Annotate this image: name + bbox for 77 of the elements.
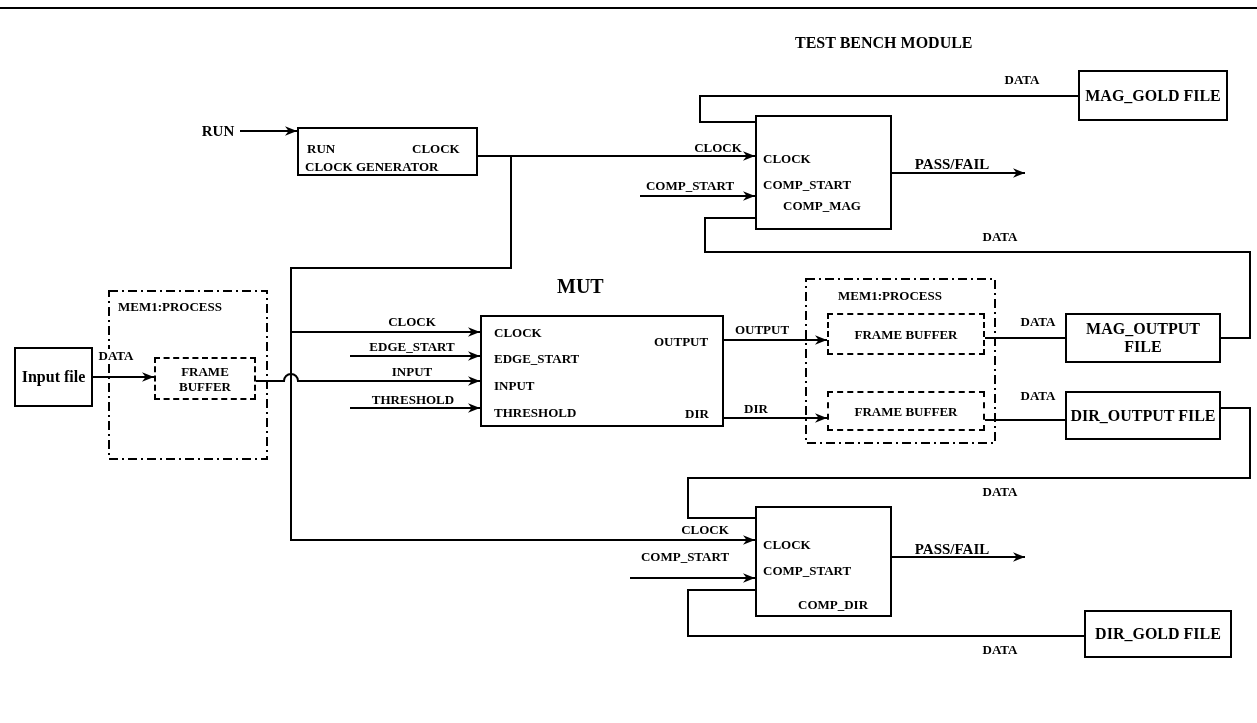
block-box: [755, 115, 892, 230]
signal-label: DATA: [98, 349, 134, 363]
block-label: DIR_GOLD FILE: [1095, 625, 1221, 643]
signal-label: DATA: [982, 643, 1018, 657]
port-label: RUN: [307, 142, 336, 156]
port-label: CLOCK: [763, 152, 811, 166]
block-box: [755, 506, 892, 617]
group-heading: MEM1:PROCESS: [838, 289, 942, 303]
block-box: [1065, 391, 1221, 440]
signal-label: THRESHOLD: [371, 393, 455, 407]
signal-label: EDGE_START: [369, 340, 455, 354]
signal-arrow: [92, 372, 155, 382]
block-box: [297, 127, 478, 176]
signal-label: CLOCK: [388, 315, 436, 329]
port-label: CLOCK: [494, 326, 542, 340]
signal-label: OUTPUT: [734, 323, 790, 337]
block-label: FRAME BUFFER: [178, 363, 232, 394]
port-label: EDGE_START: [494, 352, 580, 366]
group-heading: MEM1:PROCESS: [118, 300, 222, 314]
signal-line: [687, 589, 1085, 637]
port-label: OUTPUT: [654, 335, 709, 349]
signal-label: CLOCK: [681, 523, 729, 537]
port-label: THRESHOLD: [494, 406, 577, 420]
signal-line: [704, 217, 1251, 339]
signal-label: PASS/FAIL: [914, 157, 990, 171]
block-heading: MUT: [557, 275, 604, 297]
signal-label: DATA: [1004, 73, 1040, 87]
signal-arrow: [891, 552, 1026, 562]
signal-label: COMP_START: [640, 550, 730, 564]
signal-arrow: [723, 335, 828, 345]
diagram-title: TEST BENCH MODULE: [795, 34, 973, 52]
signal-label: PASS/FAIL: [914, 542, 990, 556]
process-group: [805, 278, 996, 444]
port-label: CLOCK: [763, 538, 811, 552]
signal-arrow: [891, 168, 1026, 178]
port-label: COMP_START: [763, 178, 852, 192]
signal-arrow: [349, 403, 481, 413]
block-label: DIR_OUTPUT FILE: [1070, 406, 1216, 425]
signal-arrow: [290, 155, 756, 545]
signal-line: [699, 95, 1079, 123]
signal-arrow: [629, 573, 756, 583]
port-label: DIR: [685, 407, 709, 421]
block-box: [14, 347, 93, 407]
block-label: MAG_GOLD FILE: [1085, 86, 1221, 105]
block-box: [1065, 313, 1221, 363]
block-label: FRAME BUFFER: [854, 403, 958, 419]
signal-label: DATA: [982, 230, 1018, 244]
signal-line: [687, 407, 1251, 519]
port-label: CLOCK GENERATOR: [305, 160, 439, 174]
signal-arrow: [639, 191, 756, 201]
signal-label: DATA: [1020, 315, 1056, 329]
signal-label: INPUT: [391, 365, 433, 379]
signal-arrow: [255, 373, 481, 386]
buffer-box: [827, 313, 985, 355]
signal-label: COMP_START: [645, 179, 735, 193]
port-label: COMP_DIR: [798, 598, 869, 612]
signal-label: CLOCK: [694, 141, 742, 155]
port-label: COMP_START: [763, 564, 852, 578]
signal-line: [984, 337, 1066, 339]
signal-arrow: [349, 351, 481, 361]
block-box: [1084, 610, 1232, 658]
buffer-box: [154, 357, 256, 400]
signal-label: DATA: [1020, 389, 1056, 403]
port-label: INPUT: [494, 379, 535, 393]
signal-label: RUN: [201, 124, 235, 138]
signal-arrow: [723, 413, 828, 423]
block-label: MAG_OUTPUT FILE: [1085, 320, 1201, 356]
block-box: [1078, 70, 1228, 121]
signal-arrow: [239, 126, 298, 136]
signal-line: [984, 419, 1066, 421]
signal-label: DIR: [744, 402, 768, 416]
buffer-box: [827, 391, 985, 431]
port-label: COMP_MAG: [783, 199, 861, 213]
block-label: Input file: [21, 368, 86, 386]
block-label: FRAME BUFFER: [854, 326, 958, 342]
signal-label: DATA: [982, 485, 1018, 499]
port-label: CLOCK: [412, 142, 460, 156]
